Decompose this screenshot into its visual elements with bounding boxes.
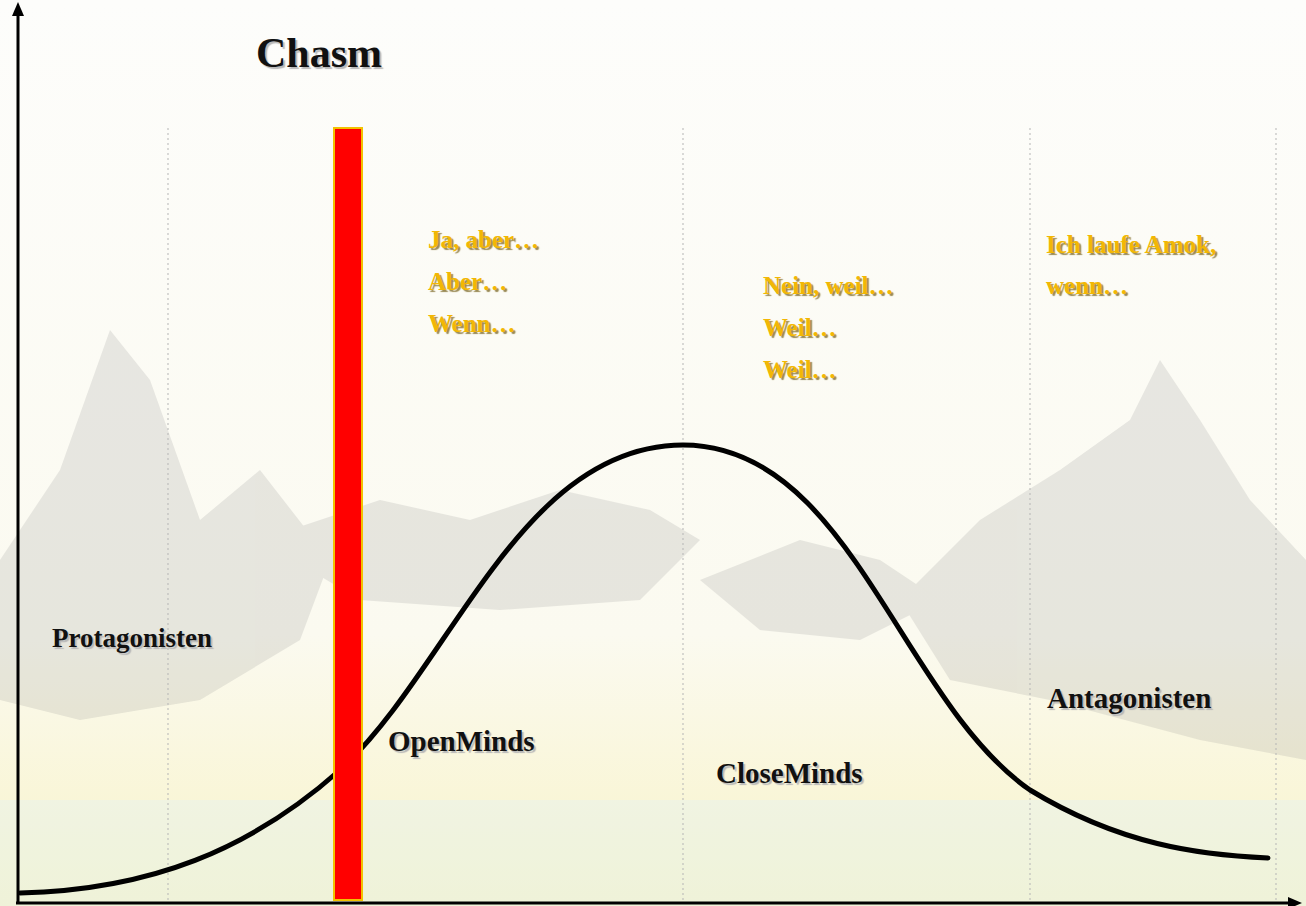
lower-band: [0, 800, 1306, 906]
axes: [12, 2, 1302, 906]
chasm-bar: [334, 128, 362, 900]
objection-text: Wenn…: [428, 310, 516, 338]
chasm-label: Chasm: [256, 30, 382, 76]
segment-label: Antagonisten: [1047, 683, 1211, 715]
segment-label: CloseMinds: [716, 758, 863, 790]
hostility-text: Ich laufe Amok, wenn…: [1046, 224, 1296, 307]
refusal-text: Nein, weil…: [763, 272, 894, 300]
mountain-sketch: [0, 330, 1306, 760]
objection-text: Ja, aber…: [428, 226, 539, 254]
refusal-text: Weil…: [763, 314, 837, 342]
bell-curve: [20, 445, 1268, 893]
refusal-text: Weil…: [763, 356, 837, 384]
segment-label: OpenMinds: [388, 726, 535, 758]
segment-label: Protagonisten: [52, 624, 212, 654]
objection-text: Aber…: [428, 268, 507, 296]
